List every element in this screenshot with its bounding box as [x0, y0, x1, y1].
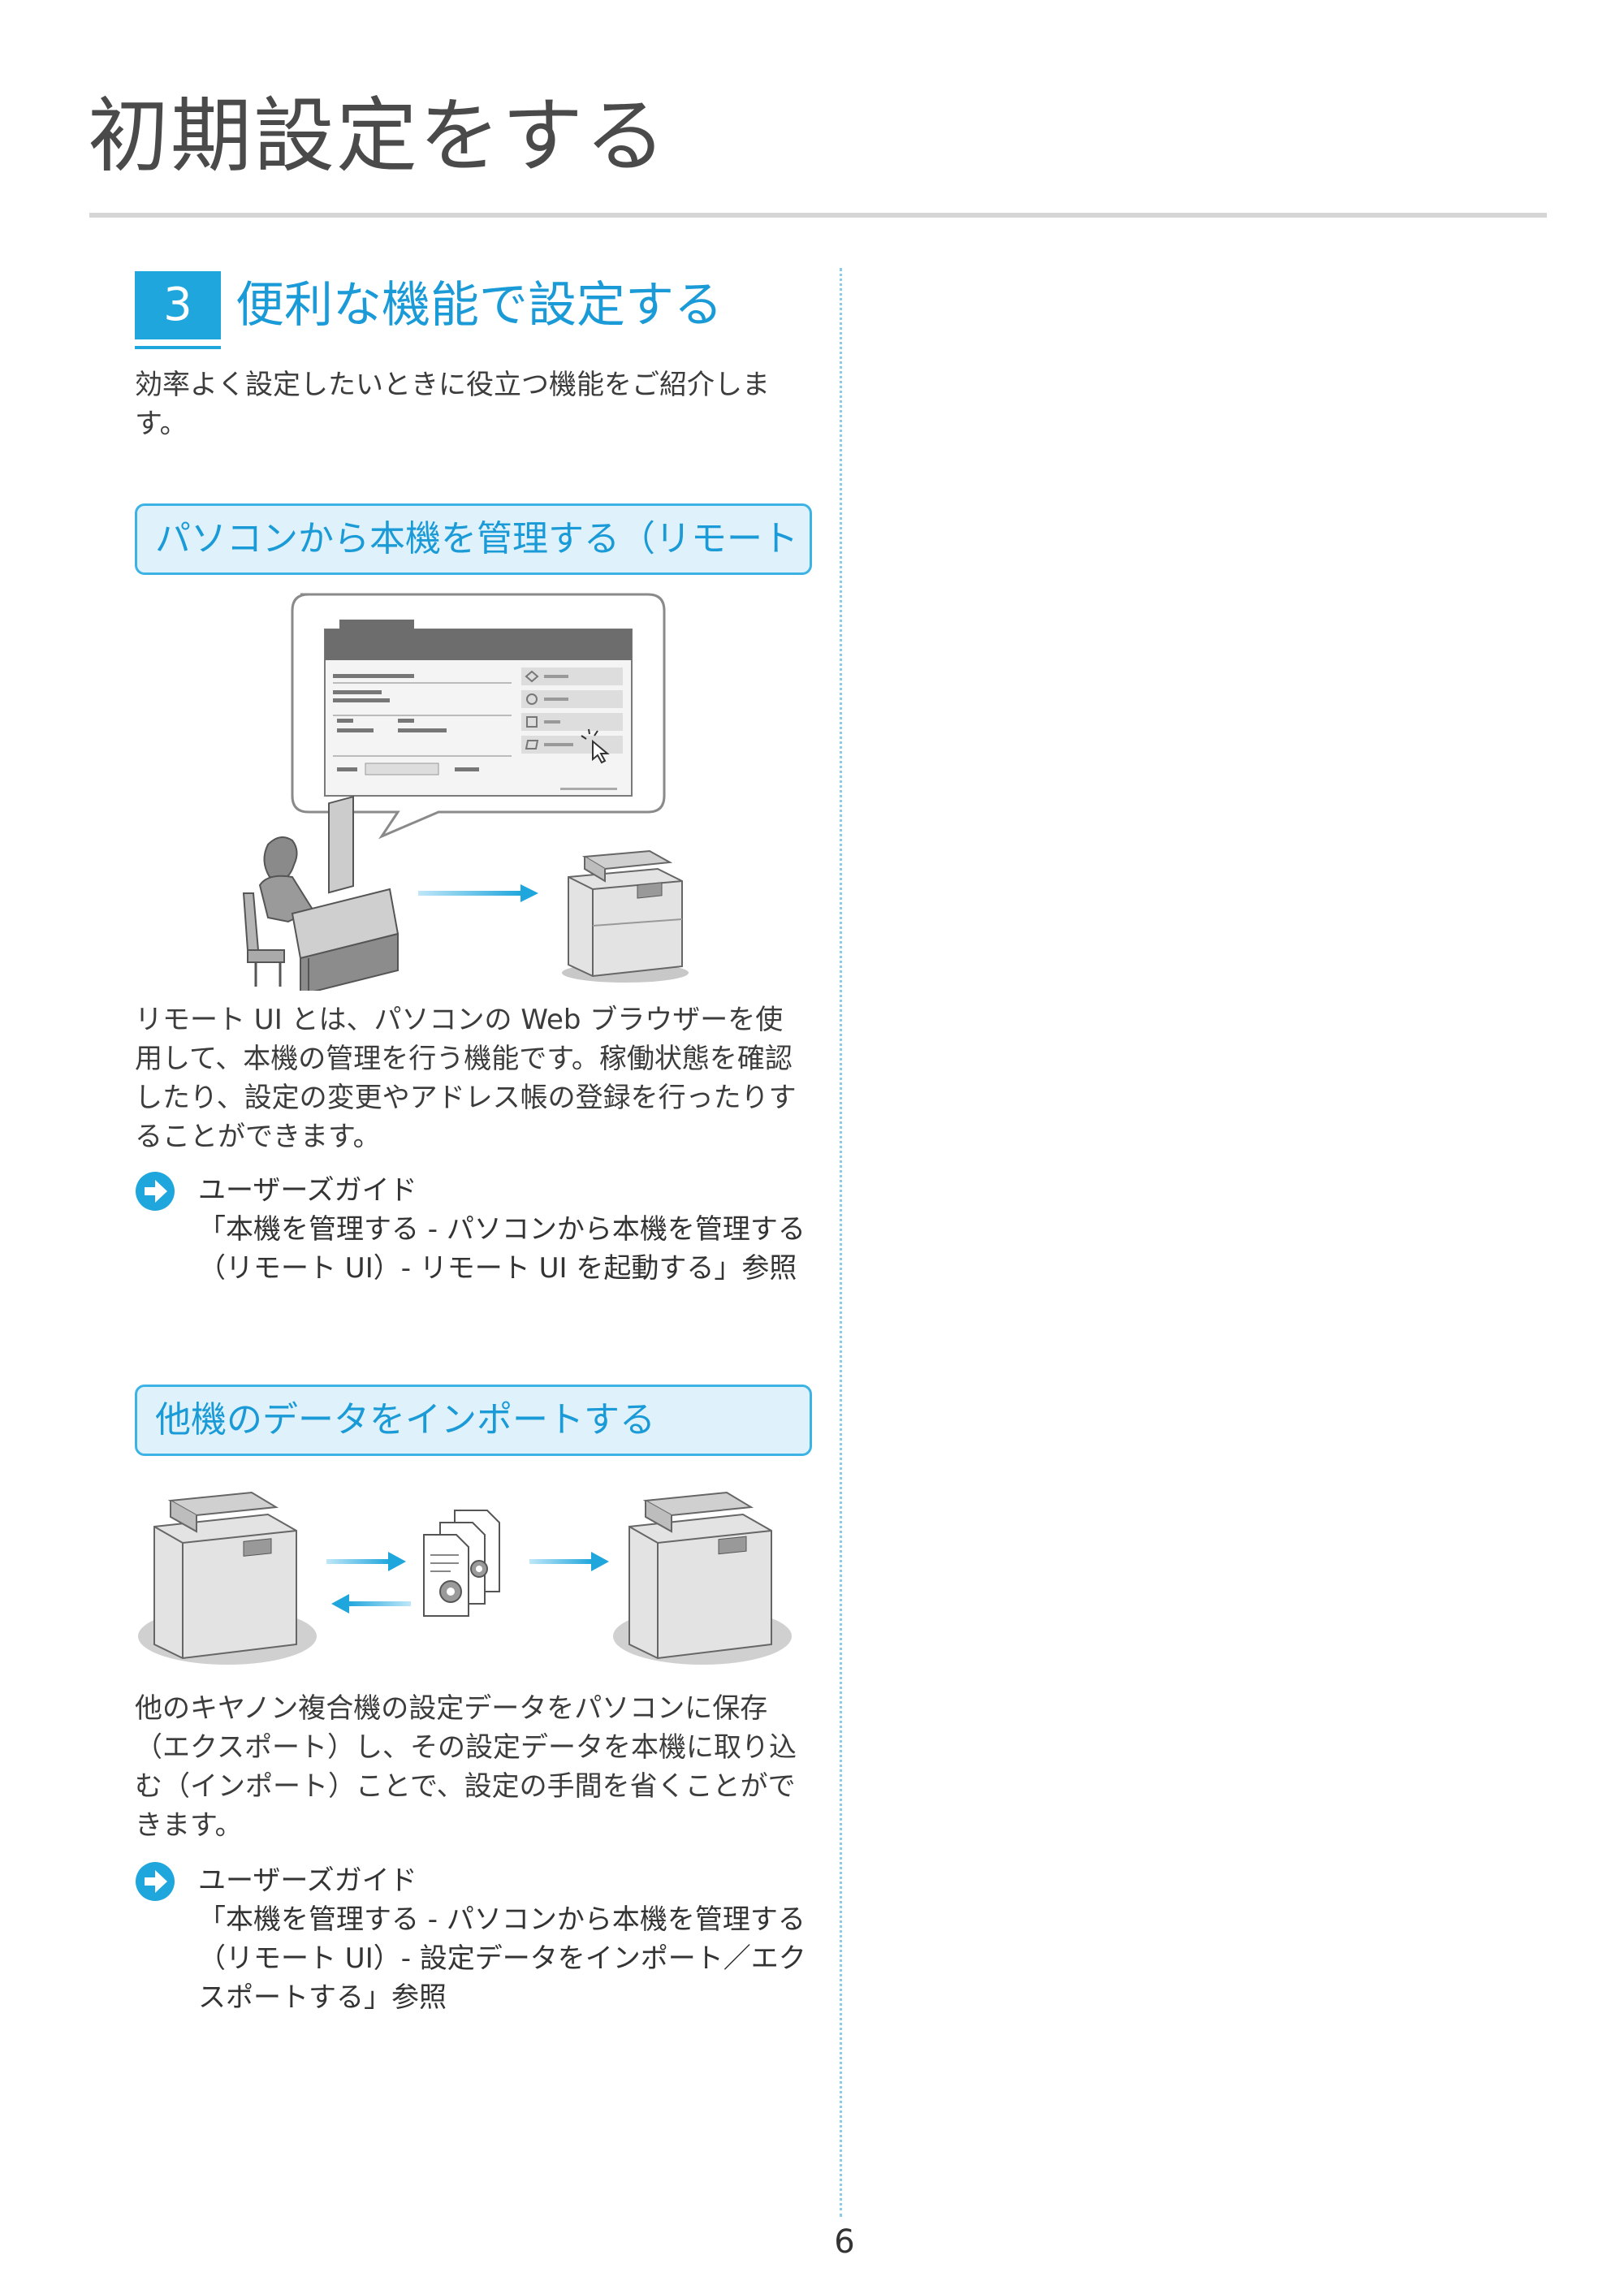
cursor-icon [592, 739, 610, 764]
page-number: 6 [834, 2223, 855, 2261]
section-intro: 効率よく設定したいときに役立つ機能をご紹介します。 [135, 369, 770, 440]
subsection-heading-remote-ui: パソコンから本機を管理する（リモート UI） [135, 503, 812, 575]
reference-remote-ui: ユーザーズガイド 「本機を管理する - パソコンから本機を管理する（リモート U… [135, 1171, 809, 1333]
person-at-computer [242, 795, 400, 991]
section-title: 便利な機能で設定する [235, 277, 723, 334]
reference-body: 「本機を管理する - パソコンから本機を管理する（リモート UI）- リモート … [198, 1213, 806, 1285]
arrow-right-circle-icon [136, 1862, 175, 1901]
reference-title: ユーザーズガイド [198, 1174, 417, 1207]
settings-documents-icon [423, 1510, 500, 1617]
section-heading: 3 便利な機能で設定する [135, 268, 809, 349]
reference-title: ユーザーズガイド [198, 1864, 417, 1897]
subsection-heading-import: 他機のデータをインポートする [135, 1385, 812, 1456]
section-number: 3 [135, 271, 221, 339]
import-illustration [138, 1491, 792, 1665]
destination-printer [613, 1491, 792, 1665]
reference-text: ユーザーズガイド 「本機を管理する - パソコンから本機を管理する（リモート U… [198, 1861, 815, 2017]
section-underline [135, 346, 221, 349]
send-arrow [418, 884, 538, 902]
page-title: 初期設定をする [88, 89, 667, 184]
reference-import: ユーザーズガイド 「本機を管理する - パソコンから本機を管理する（リモート U… [135, 1861, 809, 2024]
source-printer [138, 1491, 317, 1665]
remote-ui-description: リモート UI とは、パソコンの Web ブラウザーを使用して、本機の管理を行う… [135, 1004, 797, 1153]
reference-body: 「本機を管理する - パソコンから本機を管理する（リモート UI）- 設定データ… [198, 1903, 806, 2014]
reference-text: ユーザーズガイド 「本機を管理する - パソコンから本機を管理する（リモート U… [198, 1171, 815, 1288]
arrow-right-circle-icon [136, 1172, 175, 1211]
column-divider [840, 268, 842, 2217]
printer-illustration [562, 849, 689, 983]
remote-ui-illustration [242, 593, 666, 991]
title-divider [89, 213, 1547, 218]
import-description: 他のキヤノン複合機の設定データをパソコンに保存（エクスポート）し、その設定データ… [135, 1692, 797, 1842]
